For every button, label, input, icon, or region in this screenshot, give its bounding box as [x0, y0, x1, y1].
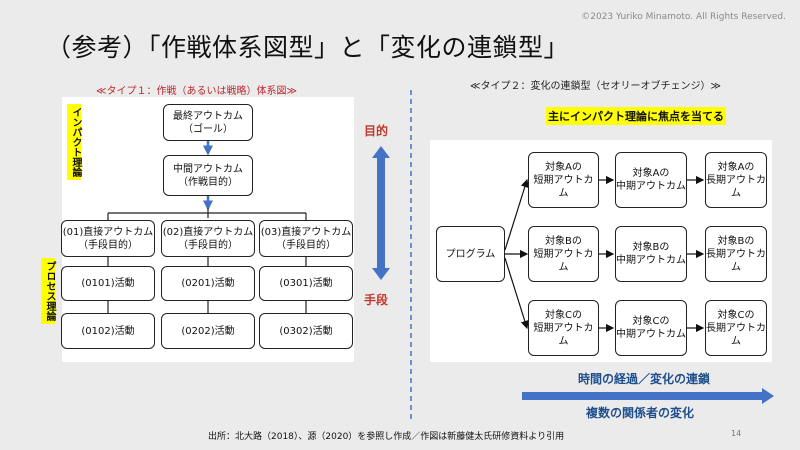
page-title: （参考）「作戦体系図型」と「変化の連鎖型」 [46, 33, 570, 62]
process-theory-label: プロセス理論 [41, 258, 55, 324]
goal-box: 最終アウトカム（ゴール） [163, 104, 253, 141]
direct-outcome-box-02: (02)直接アウトカム（手段目的） [161, 220, 255, 257]
target-b-mid-box: 対象Bの中期アウトカム [615, 226, 687, 282]
purpose-means-arrow [372, 146, 390, 280]
source-footer: 出所：北大路（2018）、源（2020）を参照し作成／作図は新藤健太氏研修資料よ… [208, 432, 565, 442]
target-b-long-box: 対象Bの長期アウトカム [705, 226, 767, 282]
page-number: 14 [731, 429, 742, 438]
purpose-label: 目的 [364, 124, 389, 138]
activity-box-0302: (0302)活動 [259, 313, 353, 349]
focus-highlight: 主にインパクト理論に焦点を当てる [546, 107, 726, 125]
target-c-mid-box: 対象Cの中期アウトカム [615, 300, 687, 356]
impact-theory-label: インパクト理論 [67, 104, 81, 180]
stakeholder-change-label: 複数の関係者の変化 [586, 406, 695, 420]
intermediate-outcome-box: 中間アウトカム（作戦目的） [163, 155, 253, 196]
left-caption: ≪タイプ１：作戦（あるいは戦略）体系図≫ [96, 86, 297, 97]
time-passage-label: 時間の経過／変化の連鎖 [578, 372, 711, 386]
direct-outcome-box-01: (01)直接アウトカム（手段目的） [61, 220, 155, 257]
means-label: 手段 [364, 293, 389, 307]
direct-outcome-box-03: (03)直接アウトカム（手段目的） [259, 220, 353, 257]
target-c-short-box: 対象Cの短期アウトカム [528, 300, 599, 356]
target-a-long-box: 対象Aの長期アウトカム [705, 152, 767, 208]
copyright: ©2023 Yuriko Minamoto. All Rights Reserv… [581, 12, 786, 22]
time-arrow [522, 388, 774, 404]
program-box: プログラム [436, 226, 505, 282]
activity-box-0202: (0202)活動 [161, 313, 255, 349]
right-caption: ≪タイプ２：変化の連鎖型（セオリーオブチェンジ）≫ [470, 81, 721, 92]
activity-box-0201: (0201)活動 [161, 266, 255, 301]
activity-box-0101: (0101)活動 [61, 266, 155, 301]
target-a-short-box: 対象Aの短期アウトカム [528, 152, 599, 208]
target-a-mid-box: 対象Aの中期アウトカム [615, 152, 687, 208]
activity-box-0301: (0301)活動 [259, 266, 353, 301]
target-b-short-box: 対象Bの短期アウトカム [528, 226, 599, 282]
activity-box-0102: (0102)活動 [61, 313, 155, 349]
target-c-long-box: 対象Cの長期アウトカム [705, 300, 767, 356]
